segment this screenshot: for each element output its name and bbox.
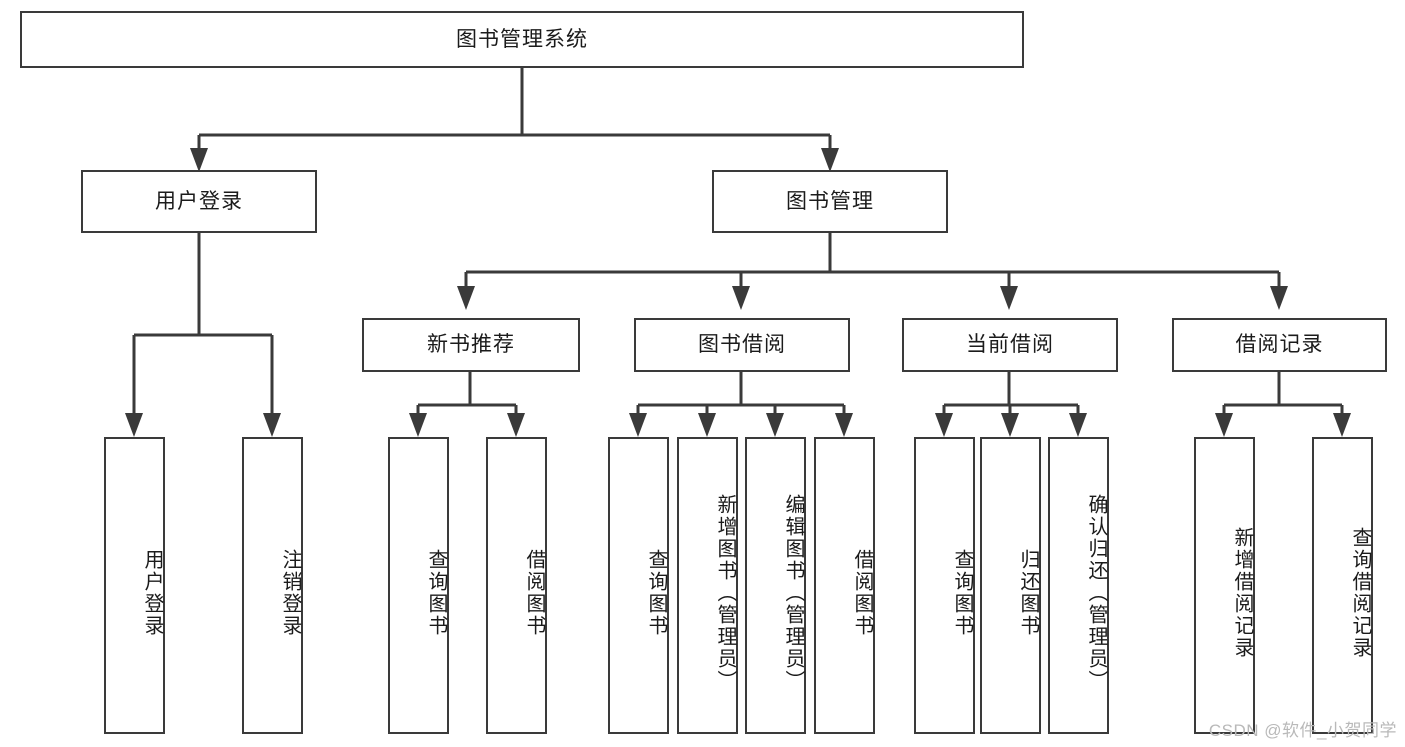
node-root-book-management-system[interactable]: 图书管理系统 — [20, 11, 1024, 68]
leaf-current-borrow-confirm-return-admin[interactable]: 确认归还（管理员） — [1048, 437, 1109, 734]
leaf-borrow-record-add-record[interactable]: 新增借阅记录 — [1194, 437, 1255, 734]
leaf-user-login-signout[interactable]: 注销登录 — [242, 437, 303, 734]
node-book-borrow[interactable]: 图书借阅 — [634, 318, 850, 372]
leaf-new-book-query-book[interactable]: 查询图书 — [388, 437, 449, 734]
node-borrow-record[interactable]: 借阅记录 — [1172, 318, 1387, 372]
node-new-book-recommend[interactable]: 新书推荐 — [362, 318, 580, 372]
leaf-book-borrow-add-book-admin[interactable]: 新增图书（管理员） — [677, 437, 738, 734]
watermark-text: CSDN @软件_小贺同学 — [1208, 721, 1397, 740]
leaf-current-borrow-query-book[interactable]: 查询图书 — [914, 437, 975, 734]
leaf-borrow-record-query-record[interactable]: 查询借阅记录 — [1312, 437, 1373, 734]
leaf-new-book-borrow-book[interactable]: 借阅图书 — [486, 437, 547, 734]
leaf-book-borrow-query-book[interactable]: 查询图书 — [608, 437, 669, 734]
node-user-login[interactable]: 用户登录 — [81, 170, 317, 233]
leaf-book-borrow-edit-book-admin[interactable]: 编辑图书（管理员） — [745, 437, 806, 734]
node-book-management[interactable]: 图书管理 — [712, 170, 948, 233]
node-current-borrow[interactable]: 当前借阅 — [902, 318, 1118, 372]
leaf-user-login-signin[interactable]: 用户登录 — [104, 437, 165, 734]
leaf-book-borrow-borrow-book[interactable]: 借阅图书 — [814, 437, 875, 734]
leaf-current-borrow-return-book[interactable]: 归还图书 — [980, 437, 1041, 734]
